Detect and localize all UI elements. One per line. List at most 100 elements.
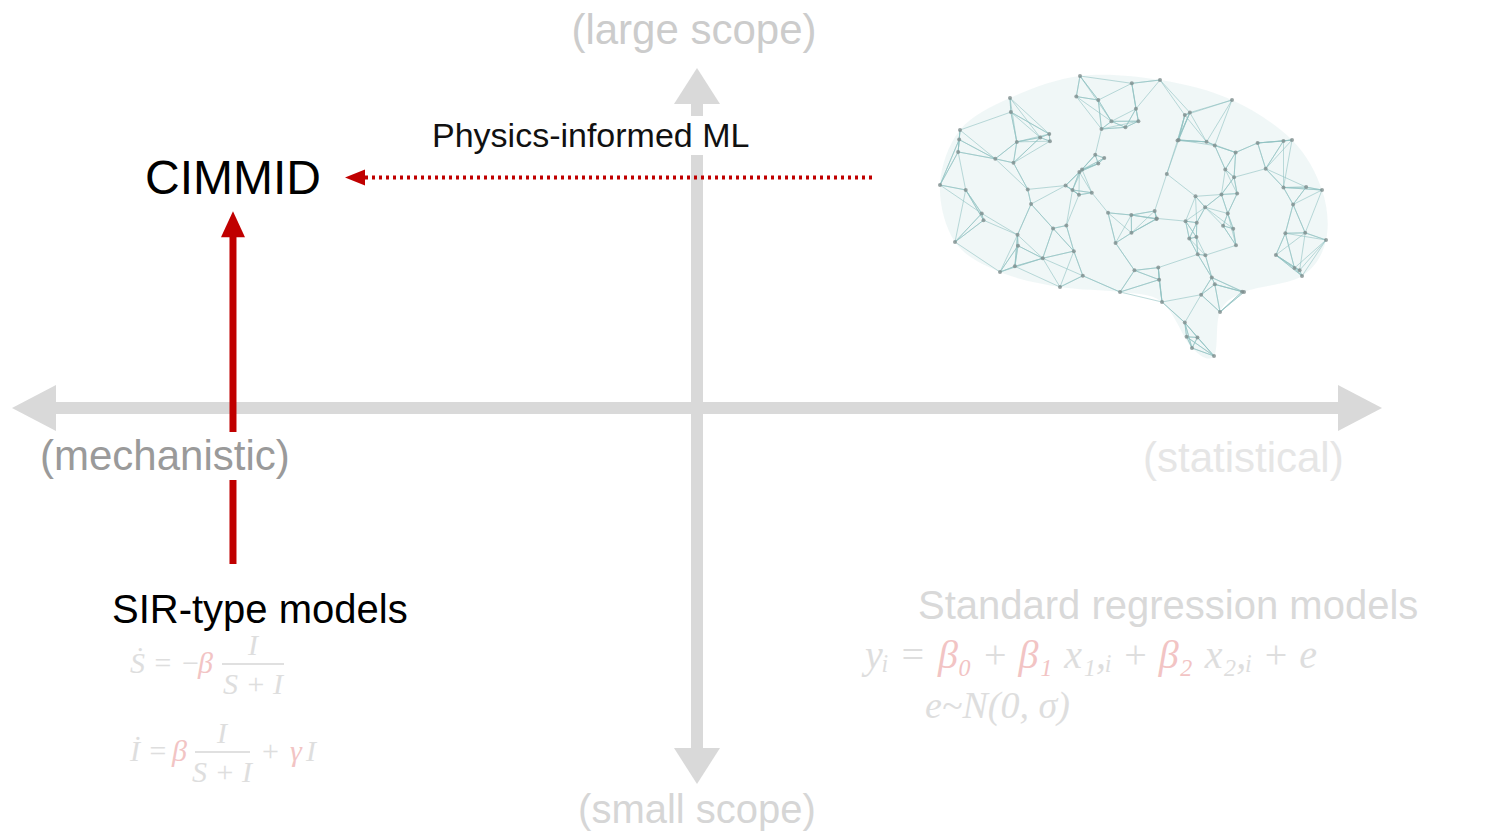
network-node xyxy=(1203,253,1207,257)
network-node xyxy=(1129,213,1133,217)
network-link xyxy=(1162,295,1201,302)
network-link xyxy=(1000,235,1018,272)
network-node xyxy=(1016,244,1020,248)
network-link xyxy=(1095,129,1101,155)
network-link xyxy=(1000,246,1018,272)
network-node xyxy=(1011,161,1015,165)
network-link xyxy=(1157,218,1186,221)
network-link xyxy=(995,142,1017,159)
network-node xyxy=(1118,290,1122,294)
network-node xyxy=(1213,144,1217,148)
network-node xyxy=(1154,217,1158,221)
network-link xyxy=(1215,146,1226,170)
axis-label: (mechanistic) xyxy=(40,432,290,480)
network-link xyxy=(1083,276,1120,292)
network-link xyxy=(1215,284,1220,312)
network-link xyxy=(1132,83,1139,121)
network-link xyxy=(1083,276,1120,292)
network-node xyxy=(982,218,986,222)
network-link xyxy=(1221,177,1234,194)
network-link xyxy=(1015,258,1043,266)
network-node xyxy=(1195,221,1199,225)
network-link xyxy=(1043,228,1053,258)
network-link xyxy=(995,159,1027,190)
network-link xyxy=(1234,177,1237,193)
network-node xyxy=(1015,140,1019,144)
network-node xyxy=(1230,98,1234,102)
equation-operator: + xyxy=(1124,632,1147,678)
network-link xyxy=(1079,158,1104,172)
network-link xyxy=(955,242,1000,272)
network-link xyxy=(1159,280,1162,302)
network-link xyxy=(1101,127,1125,129)
network-node xyxy=(1234,243,1238,247)
network-node xyxy=(958,128,962,132)
node-label: CIMMID xyxy=(145,150,321,205)
network-link xyxy=(1185,323,1192,348)
arrow-label: Physics-informed ML xyxy=(432,116,749,155)
network-node xyxy=(1077,193,1081,197)
network-node xyxy=(1157,278,1161,282)
network-link xyxy=(1185,295,1201,323)
network-link xyxy=(1066,190,1072,226)
network-link xyxy=(1283,188,1322,190)
network-node xyxy=(1183,321,1187,325)
network-link xyxy=(1293,187,1306,204)
network-link xyxy=(1116,243,1135,270)
network-link xyxy=(1076,97,1101,129)
network-link xyxy=(1060,276,1083,287)
network-link xyxy=(1080,76,1098,100)
network-link xyxy=(1258,141,1284,143)
network-link xyxy=(1111,109,1136,122)
network-link xyxy=(1028,189,1031,204)
network-link xyxy=(1053,228,1074,251)
network-link xyxy=(1082,170,1092,193)
network-link xyxy=(1236,143,1258,153)
network-link xyxy=(1220,292,1244,312)
network-link xyxy=(1221,193,1237,195)
network-node xyxy=(1177,138,1181,142)
network-node xyxy=(956,150,960,154)
network-node xyxy=(1026,187,1030,191)
node-label: SIR-type models xyxy=(112,586,408,632)
network-link xyxy=(1201,278,1212,295)
network-link xyxy=(1162,302,1185,323)
network-link xyxy=(1198,254,1212,277)
network-link xyxy=(1076,76,1080,97)
network-link xyxy=(1116,233,1132,243)
network-link xyxy=(1205,207,1228,213)
network-link xyxy=(1234,152,1236,177)
network-link xyxy=(1205,255,1211,277)
network-link xyxy=(1205,194,1221,207)
network-link xyxy=(1221,169,1225,194)
network-node xyxy=(1190,346,1194,350)
network-link xyxy=(1015,235,1018,266)
network-link xyxy=(1078,172,1079,195)
network-link xyxy=(1276,233,1285,255)
network-link xyxy=(1015,266,1060,287)
connector-line xyxy=(229,235,236,564)
fraction-numerator: I xyxy=(248,628,258,663)
network-link xyxy=(1220,292,1242,312)
network-link xyxy=(1080,76,1111,121)
network-link xyxy=(1053,228,1074,251)
network-link xyxy=(1066,170,1082,186)
network-link xyxy=(958,152,995,159)
network-link xyxy=(1131,215,1132,233)
network-node xyxy=(1218,310,1222,314)
network-link xyxy=(1028,189,1031,204)
fraction-numerator: I xyxy=(217,716,227,751)
network-node xyxy=(1187,237,1191,241)
network-node xyxy=(1291,202,1295,206)
model-class: Standard regression models xyxy=(918,582,1418,628)
network-node xyxy=(1221,224,1225,228)
network-link xyxy=(1132,83,1136,108)
network-link xyxy=(1258,140,1292,143)
axis-label: (small scope) xyxy=(578,786,816,832)
network-link xyxy=(1205,245,1236,255)
network-link xyxy=(1072,172,1079,190)
network-link xyxy=(955,220,984,242)
network-node xyxy=(1090,191,1094,195)
